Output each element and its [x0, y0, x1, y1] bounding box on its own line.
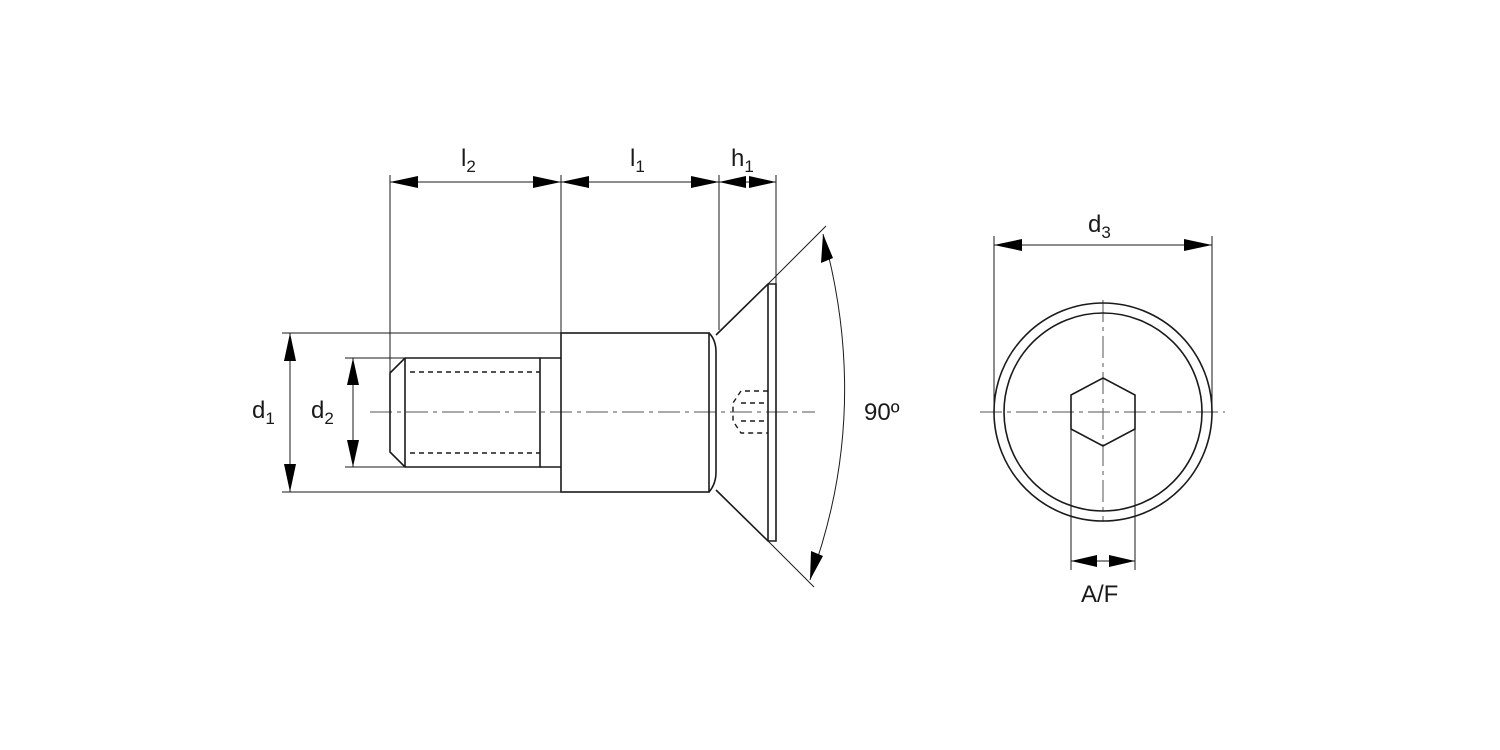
arrowhead	[347, 358, 359, 385]
arrowhead	[347, 440, 359, 467]
dimension-angle: 90º	[809, 233, 900, 581]
arrowhead	[1071, 555, 1097, 567]
arrowhead	[390, 176, 418, 188]
head-inner-circle	[1003, 312, 1203, 512]
ext-line-cone-top	[767, 225, 827, 285]
label-d2: d2	[311, 397, 334, 428]
label-af: A/F	[1081, 581, 1118, 608]
label-h1: h1	[731, 145, 754, 176]
arrowhead	[810, 551, 823, 580]
countersunk-head	[715, 283, 777, 542]
arrowhead	[284, 464, 296, 492]
dimension-l2: l2	[390, 145, 561, 188]
label-angle: 90º	[864, 399, 900, 426]
arrowhead	[561, 176, 589, 188]
arrowhead	[284, 333, 296, 361]
dimension-d1: d1	[252, 333, 296, 492]
label-d1: d1	[252, 397, 275, 428]
hex-socket	[1070, 377, 1136, 447]
side-view: l2 l1 h1 d1 d2	[252, 145, 900, 588]
arrowhead	[1184, 239, 1212, 251]
dimension-d2: d2	[311, 358, 359, 467]
dimension-af: A/F	[1071, 555, 1135, 608]
dimension-l1: l1	[561, 145, 719, 188]
shoulder	[560, 332, 710, 493]
arrowhead	[719, 176, 746, 188]
arrowhead	[749, 176, 776, 188]
arrowhead	[821, 234, 833, 263]
label-l1: l1	[630, 145, 645, 176]
arrowhead	[691, 176, 719, 188]
label-l2: l2	[461, 145, 476, 176]
ext-line-cone-bottom	[767, 540, 815, 588]
arrowhead	[1109, 555, 1135, 567]
dimension-d3: d3	[994, 211, 1212, 251]
arrowhead	[533, 176, 561, 188]
dimension-h1: h1	[719, 145, 776, 188]
undercut	[708, 332, 717, 493]
end-view: d3 A/F	[980, 211, 1225, 608]
label-d3: d3	[1088, 211, 1111, 242]
hex-socket-hidden	[732, 390, 768, 434]
arrowhead	[994, 239, 1022, 251]
neck	[540, 357, 561, 468]
